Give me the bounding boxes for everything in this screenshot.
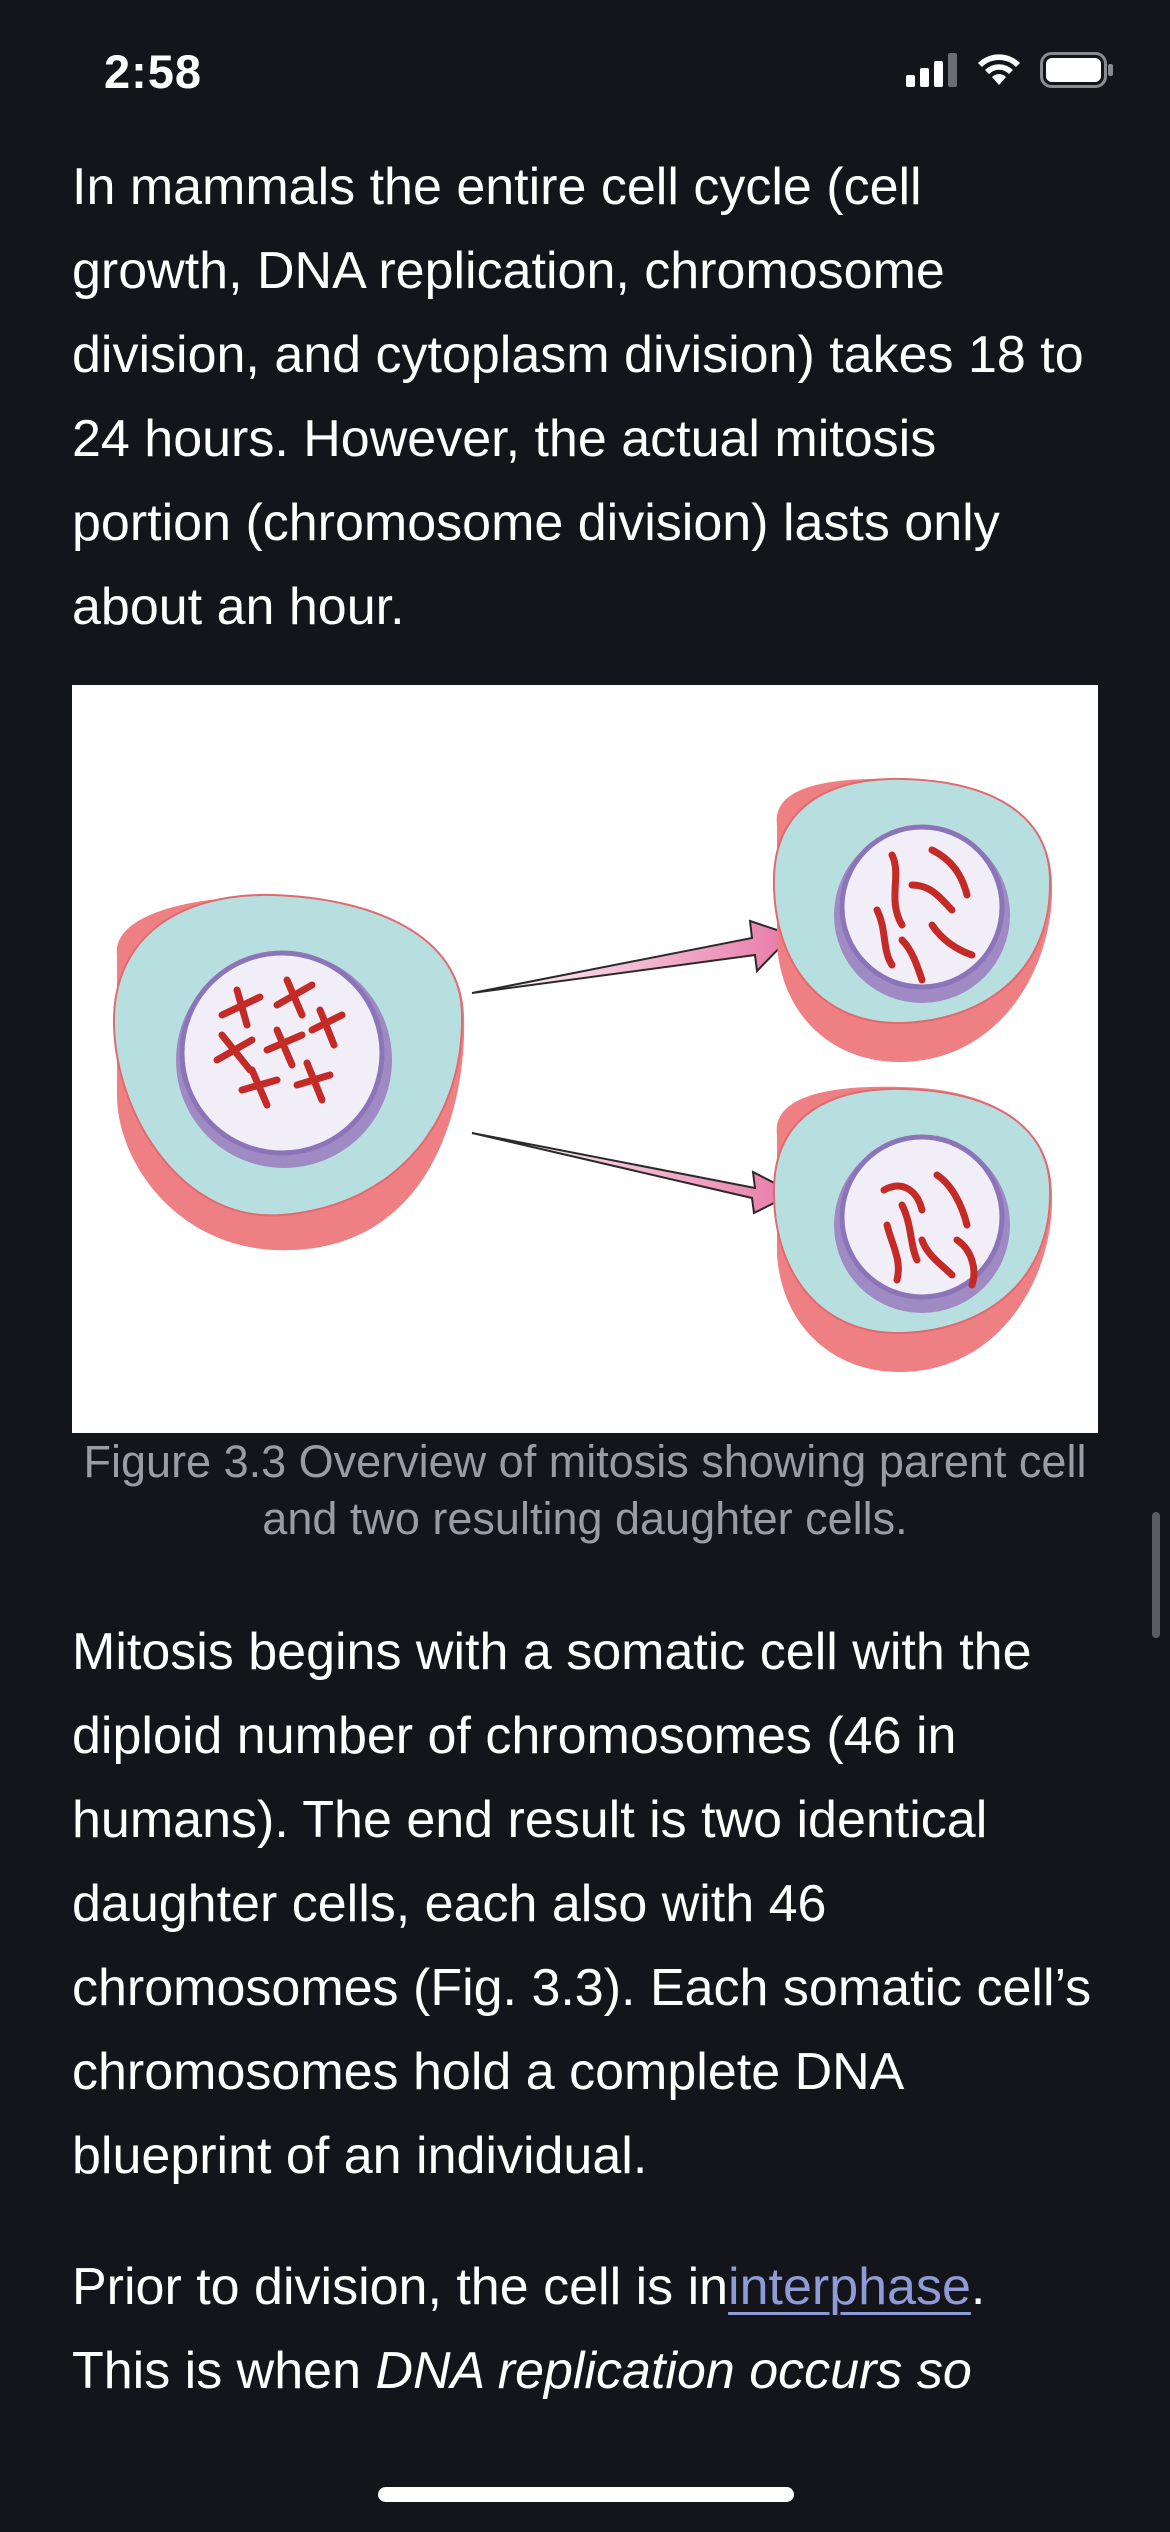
article-body-continued: Prior to division, the cell is ininterph… [72,2245,1112,2413]
mitosis-figure [72,685,1098,1433]
status-bar: 2:58 [0,0,1170,150]
cellular-signal-icon [906,53,957,87]
status-icons [906,52,1114,88]
paragraph-cell-cycle: In mammals the entire cell cycle (cell g… [72,158,1084,636]
paragraph-interphase-text: Prior to division, the cell is in [72,2258,729,2316]
arrow-bottom [471,1132,797,1215]
article-intro: In mammals the entire cell cycle (cell g… [72,145,1102,649]
scroll-indicator[interactable] [1152,1512,1160,1638]
home-indicator[interactable] [378,2487,794,2502]
article-body: Mitosis begins with a somatic cell with … [72,1610,1112,2198]
battery-icon [1040,52,1113,88]
dna-replication-italic: DNA replication occurs so [375,2342,972,2400]
status-time: 2:58 [104,45,203,98]
wifi-icon [978,54,1020,85]
mitosis-illustration [112,777,1053,1373]
interphase-link[interactable]: interphase [728,2258,971,2316]
daughter-cell-bottom [772,1086,1053,1373]
paragraph-interphase-period: . [970,2258,986,2316]
arrow-top [471,919,794,994]
daughter-cell-top [772,777,1053,1063]
paragraph-mitosis: Mitosis begins with a somatic cell with … [72,1623,1092,2185]
paragraph-interphase-line2: This is when [72,2342,376,2400]
parent-cell [112,893,465,1251]
figure-caption: Figure 3.3 Overview of mitosis showing p… [83,1436,1087,1544]
paragraph-interphase: Prior to division, the cell is ininterph… [72,2245,1112,2413]
